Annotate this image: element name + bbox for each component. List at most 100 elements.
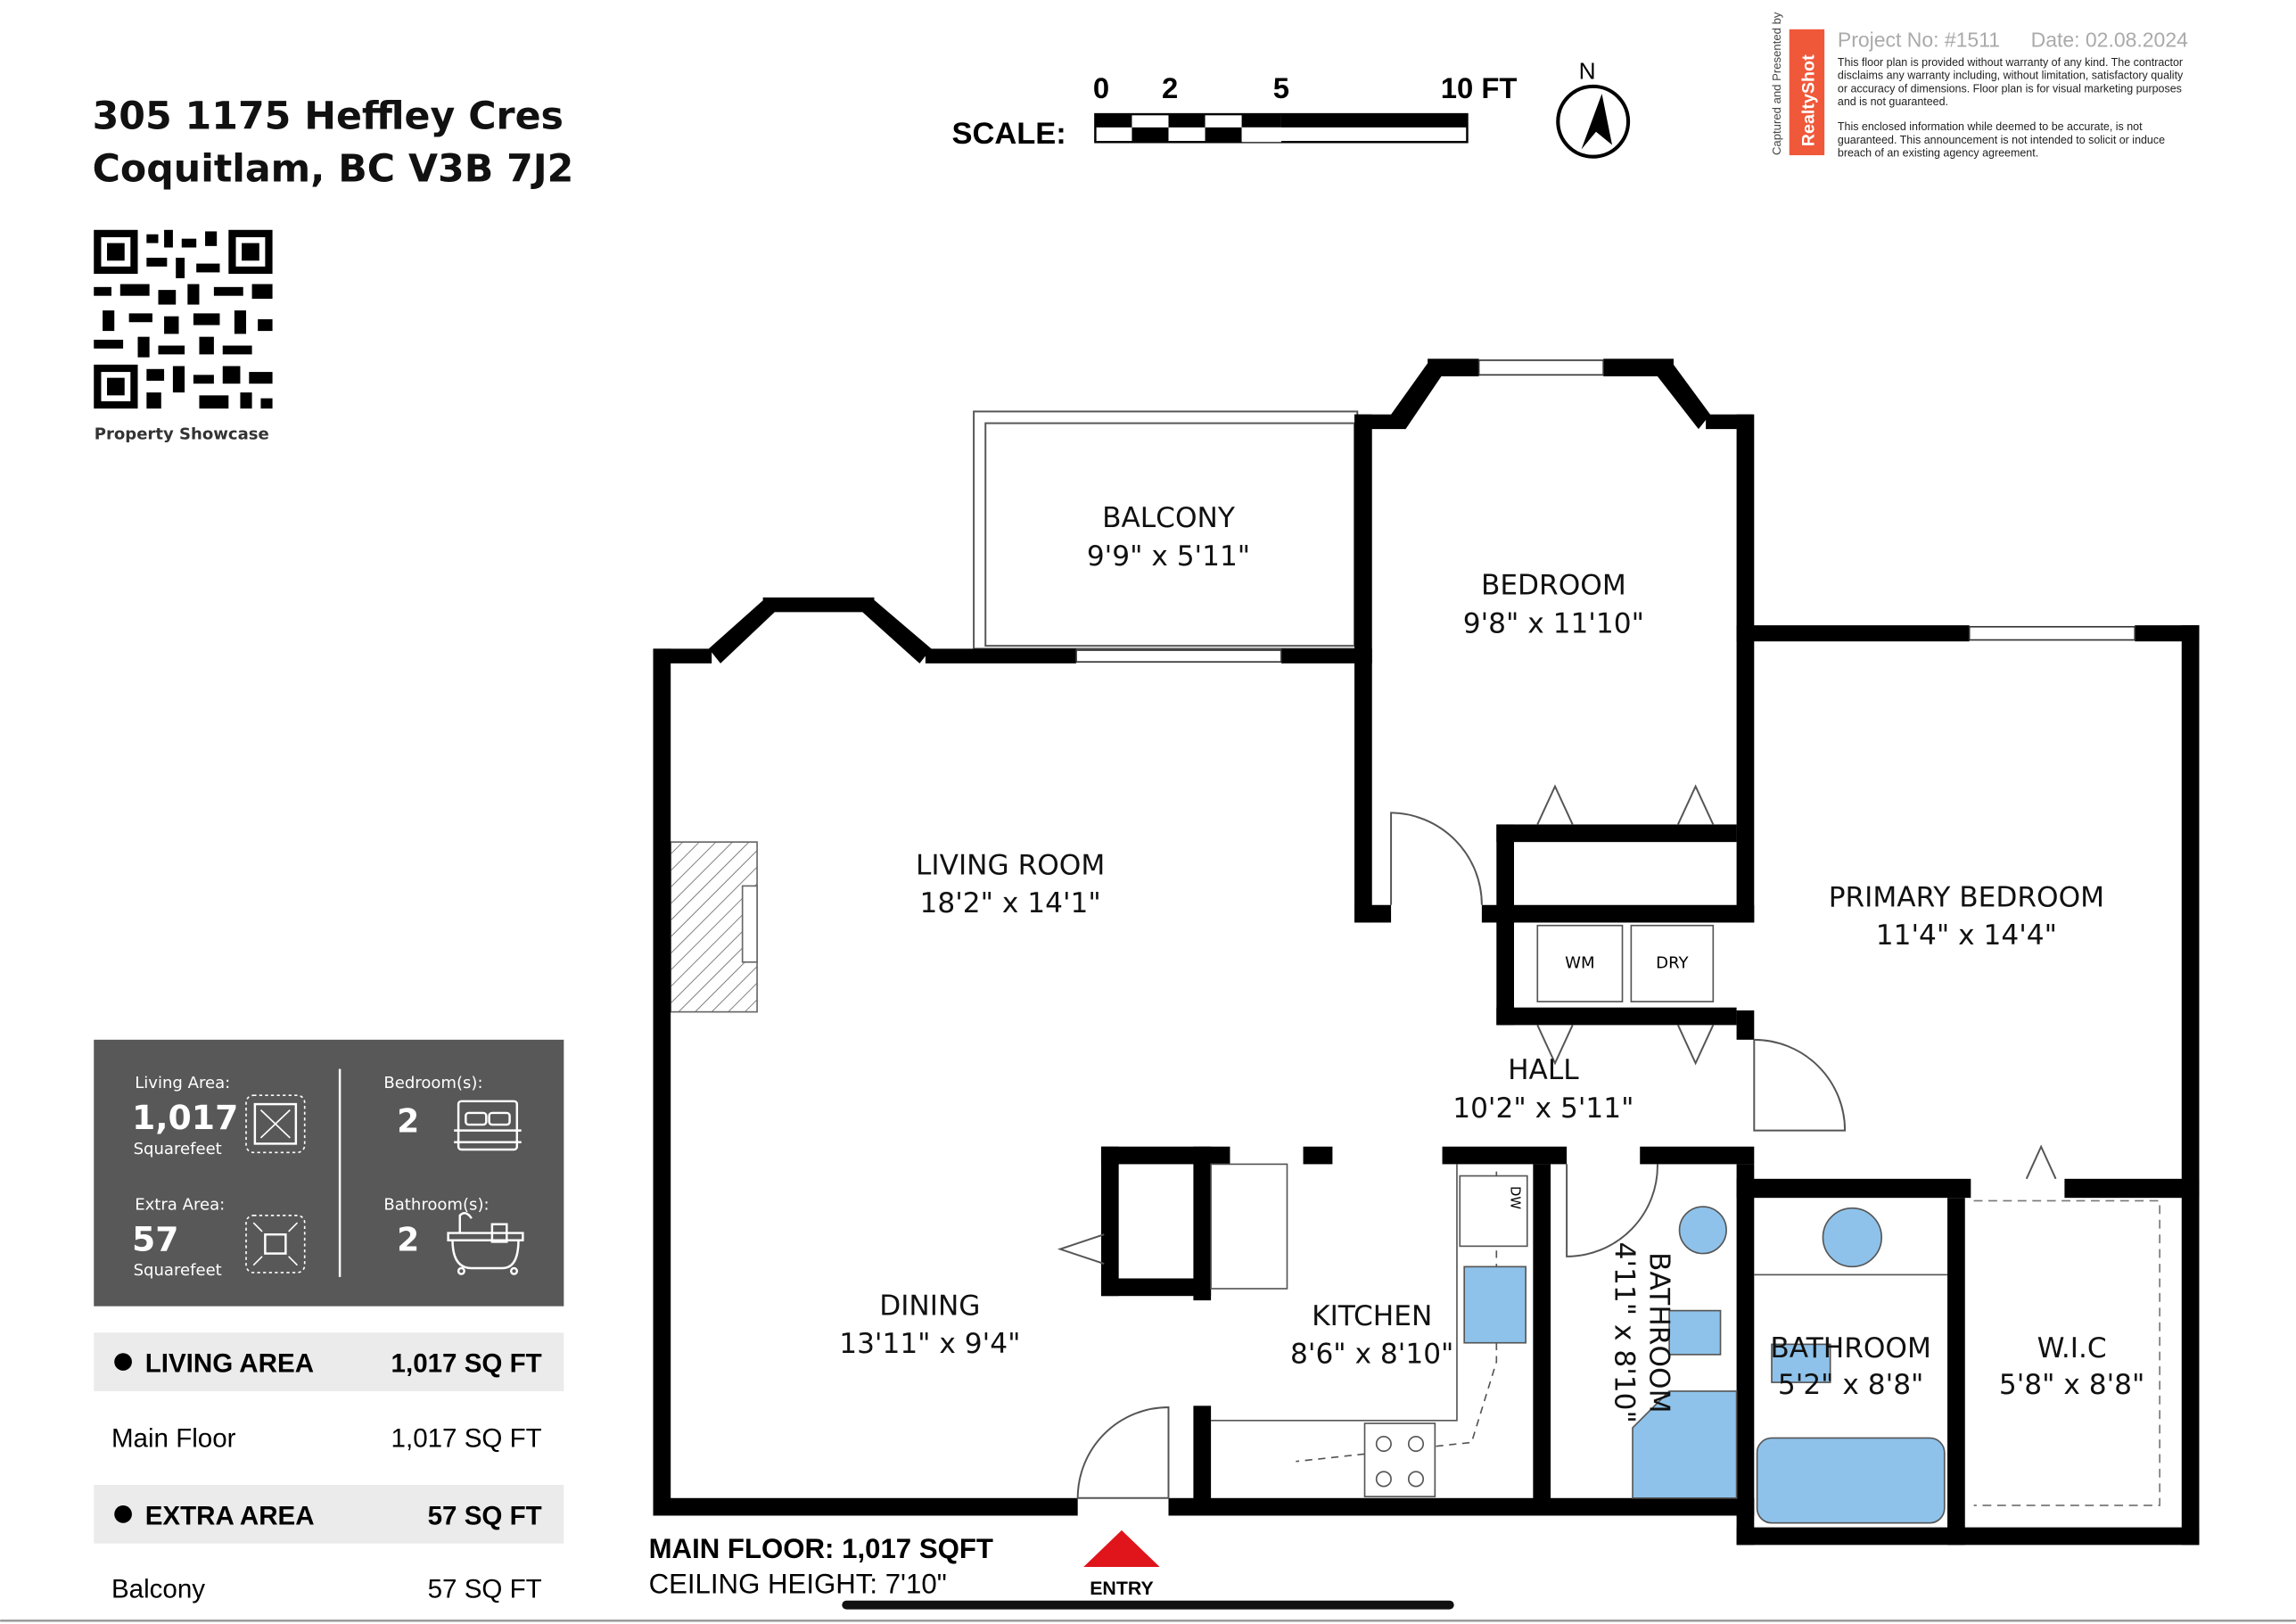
kitchen-name: KITCHEN	[1312, 1300, 1432, 1332]
bottom-divider	[0, 1620, 2296, 1622]
wic-name: W.I.C	[2037, 1332, 2107, 1364]
bed-icon	[454, 1100, 522, 1151]
floor-plan: WM DRY DW BALCONY 9'9" x 5'11" BEDROOM 9…	[653, 359, 2200, 1546]
disclaimer-line: breach of an existing agency agreement.	[1838, 147, 2038, 160]
balcony-label: Balcony	[111, 1574, 205, 1603]
extra-area-total: 57 SQ FT	[428, 1501, 542, 1530]
address-line-1: 305 1175 Heffley Cres	[93, 94, 564, 138]
disclaimer-line: guaranteed. This announcement is not int…	[1838, 134, 2165, 146]
branding-block: Captured and Presented by RealtyShot Pro…	[1770, 12, 2188, 160]
project-number: Project No: #1511	[1838, 29, 2000, 52]
address-line-2: Coquitlam, BC V3B 7J2	[93, 147, 574, 192]
bathroom-1-name: BATHROOM	[1643, 1252, 1675, 1414]
bedrooms-label: Bedroom(s):	[383, 1074, 482, 1092]
bathroom-2-dims: 5'2" x 8'8"	[1778, 1369, 1924, 1401]
qr-caption: Property Showcase	[95, 425, 269, 444]
extra-area-value: 57	[132, 1219, 179, 1258]
entry-arrow-icon	[1083, 1529, 1160, 1567]
window	[1968, 625, 2136, 641]
door[interactable]	[1566, 1164, 1658, 1257]
entry-door[interactable]	[1076, 1406, 1170, 1499]
bathrooms-label: Bathroom(s):	[383, 1195, 489, 1214]
extra-area-label: Extra Area:	[135, 1195, 225, 1214]
disclaimer-line: and is not guaranteed.	[1838, 95, 1948, 108]
stats-panel: Living Area: 1,017 Squarefeet Extra Area…	[94, 1039, 564, 1307]
bathrooms-value: 2	[397, 1220, 419, 1258]
bathroom-2-name: BATHROOM	[1770, 1332, 1930, 1364]
qr-code[interactable]	[94, 229, 273, 409]
scale-tick-5: 5	[1273, 71, 1289, 104]
captured-by: Captured and Presented by	[1770, 12, 1783, 155]
washer-label: WM	[1565, 953, 1594, 972]
living-room-dims: 18'2" x 14'1"	[920, 887, 1101, 919]
bifold-door[interactable]	[1057, 784, 2057, 1265]
scale-tick-2: 2	[1162, 71, 1178, 104]
living-area-label: Living Area:	[135, 1074, 230, 1092]
stove	[1363, 1422, 1436, 1497]
bathtub	[1756, 1437, 1946, 1524]
area-table: LIVING AREA 1,017 SQ FT Main Floor 1,017…	[94, 1332, 564, 1603]
living-area-header: LIVING AREA	[145, 1349, 314, 1379]
bedroom-dims: 9'8" x 11'10"	[1463, 607, 1644, 639]
hall-name: HALL	[1508, 1054, 1579, 1086]
disclaimer-line: disclaims any warranty including, withou…	[1838, 70, 2184, 82]
dryer-label: DRY	[1656, 953, 1689, 972]
kitchen-dims: 8'6" x 8'10"	[1290, 1339, 1453, 1371]
dishwasher	[1459, 1175, 1528, 1248]
bathroom-sink	[1678, 1206, 1727, 1255]
bedrooms-value: 2	[397, 1101, 419, 1140]
extra-area-unit: Squarefeet	[134, 1261, 222, 1280]
compass-north: N	[1579, 58, 1596, 85]
living-area-total: 1,017 SQ FT	[391, 1349, 542, 1379]
expand-area-icon	[245, 1094, 306, 1154]
bathtub-icon	[447, 1212, 524, 1275]
dishwasher-label: DW	[1508, 1186, 1523, 1209]
balcony-name: BALCONY	[1102, 502, 1236, 534]
toilet	[1771, 1343, 1831, 1383]
realtyshot-logo-text: RealtyShot	[1799, 54, 1819, 146]
horizontal-scrollbar[interactable]	[842, 1600, 1454, 1610]
extra-area-header: EXTRA AREA	[145, 1501, 315, 1530]
window	[1075, 649, 1282, 664]
primary-bedroom-name: PRIMARY BEDROOM	[1829, 881, 2104, 913]
dining-dims: 13'11" x 9'4"	[839, 1328, 1020, 1360]
window	[1477, 359, 1604, 376]
toilet	[1668, 1309, 1722, 1356]
main-floor-total: MAIN FLOOR: 1,017 SQFT	[649, 1533, 993, 1564]
dryer	[1630, 924, 1715, 1002]
door[interactable]	[1753, 1038, 1847, 1132]
realtyshot-logo	[1789, 29, 1825, 156]
living-room-name: LIVING ROOM	[916, 849, 1105, 881]
ceiling-height: CEILING HEIGHT: 7'10"	[649, 1569, 947, 1600]
compass-icon: N	[1556, 58, 1631, 159]
dining-name: DINING	[879, 1290, 980, 1323]
disclaimer-line: This enclosed information while deemed t…	[1838, 120, 2143, 133]
washer	[1536, 924, 1624, 1002]
extra-area-icon	[245, 1215, 306, 1274]
scale-bar: SCALE: 0 2 5 10 FT	[951, 71, 1517, 151]
disclaimer-line: This floor plan is provided without warr…	[1838, 56, 2183, 69]
bathroom-1-dims: 4'11" x 8'10"	[1608, 1242, 1640, 1423]
scale-tick-10: 10 FT	[1441, 71, 1518, 104]
wic-dims: 5'8" x 8'8"	[1999, 1369, 2145, 1401]
living-area-value: 1,017	[132, 1098, 238, 1137]
shower	[1632, 1390, 1738, 1499]
entry-label: ENTRY	[1090, 1578, 1154, 1599]
project-date: Date: 02.08.2024	[2031, 29, 2188, 52]
main-floor-label: Main Floor	[111, 1423, 236, 1453]
primary-bedroom-dims: 11'4" x 14'4"	[1876, 919, 2057, 952]
scale-tick-0: 0	[1093, 71, 1109, 104]
door[interactable]	[1390, 812, 1483, 905]
balcony-value: 57 SQ FT	[428, 1574, 542, 1603]
fireplace	[670, 841, 758, 1013]
disclaimer-line: or accuracy of dimensions. Floor plan is…	[1838, 82, 2182, 95]
main-floor-value: 1,017 SQ FT	[391, 1423, 542, 1453]
scale-label: SCALE:	[951, 117, 1066, 151]
bathroom-sink	[1822, 1207, 1882, 1268]
hall-dims: 10'2" x 5'11"	[1452, 1092, 1634, 1125]
balcony-dims: 9'9" x 5'11"	[1087, 540, 1250, 573]
kitchen-sink	[1463, 1265, 1527, 1344]
living-area-unit: Squarefeet	[134, 1140, 222, 1158]
bedroom-name: BEDROOM	[1481, 570, 1626, 602]
